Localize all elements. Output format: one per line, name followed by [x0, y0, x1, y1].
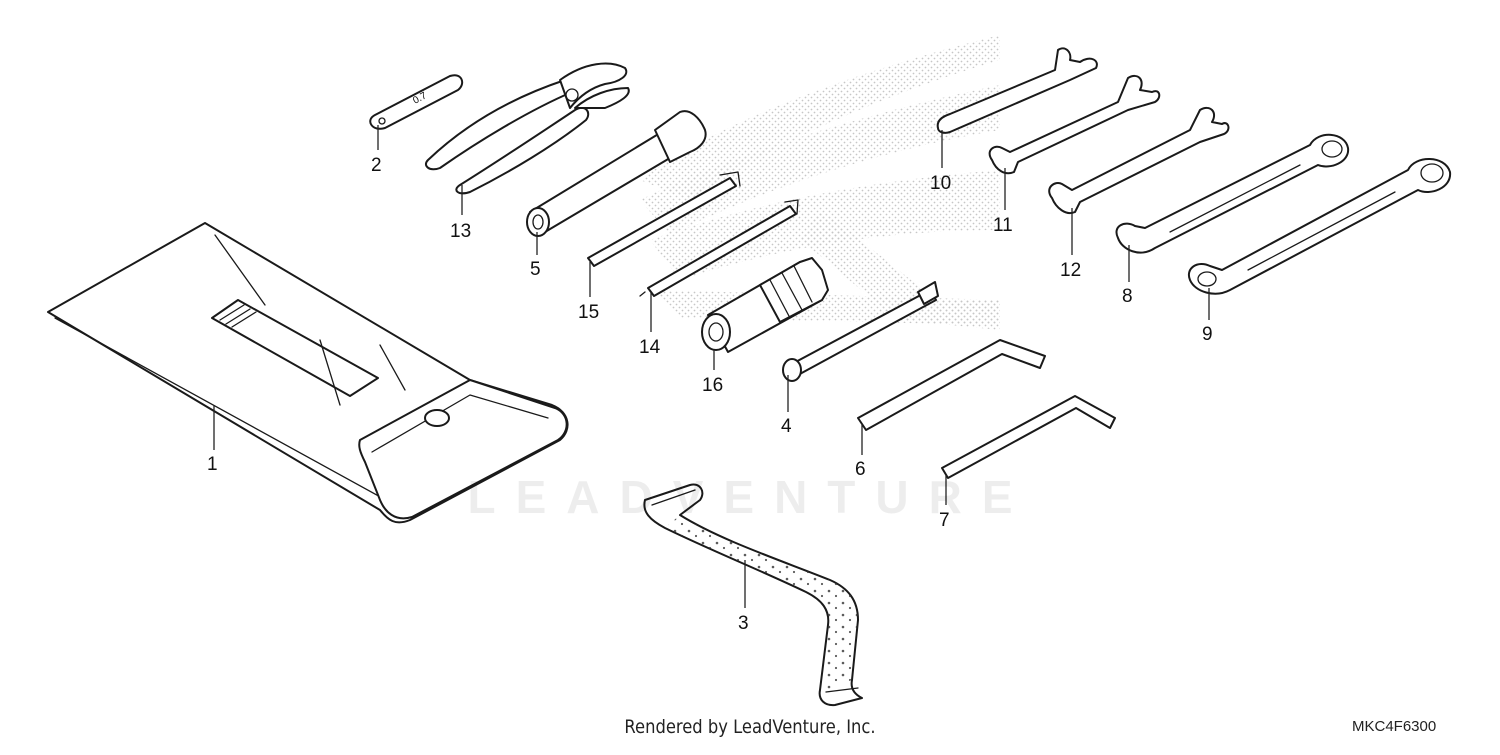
combination-wrench-8: [1115, 133, 1350, 254]
strap: [643, 483, 863, 707]
callout-14: 14: [639, 337, 661, 358]
diagram-code: MKC4F6300: [1352, 718, 1437, 735]
callout-10: 10: [930, 173, 951, 194]
callout-12: 12: [1060, 260, 1081, 281]
pliers: [424, 62, 630, 195]
open-end-wrench-10: [936, 47, 1098, 134]
callout-labels: 1 2 3 4 5 6 7 8 9 10 11 12 13 14 15 16: [207, 155, 1213, 634]
screwdriver-handle: [701, 257, 829, 353]
callout-5: 5: [530, 259, 541, 280]
watermark: LEADVENTURE: [467, 471, 1033, 523]
callout-11: 11: [993, 215, 1013, 236]
callout-2: 2: [371, 155, 382, 176]
hex-key-small: [941, 395, 1116, 479]
extension-bar: [782, 281, 939, 382]
phillips-screwdriver-bit: [639, 199, 799, 297]
callout-6: 6: [855, 459, 866, 480]
callout-9: 9: [1202, 324, 1213, 345]
callout-16: 16: [702, 375, 723, 396]
callout-4: 4: [781, 416, 792, 437]
tool-bag: [47, 222, 569, 524]
open-end-wrench-12: [1048, 106, 1230, 214]
small-key: 0.7: [369, 74, 464, 130]
socket-wrench: [526, 110, 707, 237]
callout-1: 1: [207, 454, 218, 475]
callout-13: 13: [450, 221, 471, 242]
leader-lines: [213, 125, 1210, 608]
open-end-wrench-11: [988, 74, 1161, 175]
hex-key-large: [857, 339, 1046, 431]
callout-7: 7: [939, 510, 950, 531]
callout-8: 8: [1122, 286, 1133, 307]
combination-wrench-9: [1187, 158, 1452, 295]
callout-3: 3: [738, 613, 749, 634]
footer-credit: Rendered by LeadVenture, Inc.: [624, 716, 876, 738]
callout-15: 15: [578, 302, 599, 323]
flat-screwdriver-bit: [587, 171, 741, 267]
